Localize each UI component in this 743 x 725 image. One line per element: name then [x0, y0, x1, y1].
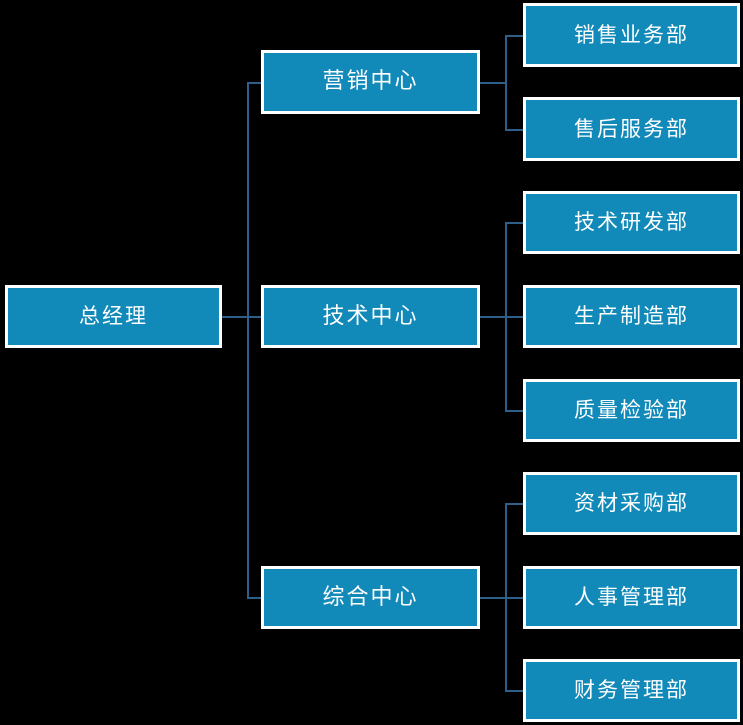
connector-trunk-to-center-1 [247, 82, 263, 84]
connector-center-3-to-dept-2 [505, 597, 525, 599]
node-center-technical[interactable]: 技术中心 [261, 285, 480, 348]
connector-center-1-to-dept-2 [505, 129, 525, 131]
connector-center-1-to-dept-1 [505, 35, 525, 37]
connector-root-stub [222, 316, 248, 318]
connector-center-2-to-dept-1 [505, 222, 525, 224]
node-center-marketing[interactable]: 营销中心 [261, 50, 480, 114]
node-dept-finance-management[interactable]: 财务管理部 [523, 659, 740, 722]
connector-trunk-to-center-2 [247, 316, 263, 318]
connector-center-2-to-dept-2 [505, 316, 525, 318]
connector-center-2-to-dept-3 [505, 410, 525, 412]
connector-center-1-trunk [505, 35, 507, 130]
connector-center-2-stub [478, 316, 506, 318]
node-dept-hr-management[interactable]: 人事管理部 [523, 566, 740, 629]
connector-center-3-to-dept-1 [505, 503, 525, 505]
connector-trunk-to-center-3 [247, 597, 263, 599]
connector-main-trunk [247, 82, 249, 598]
connector-center-3-to-dept-3 [505, 690, 525, 692]
node-dept-rd[interactable]: 技术研发部 [523, 191, 740, 254]
connector-center-1-stub [478, 82, 506, 84]
node-dept-quality-inspection[interactable]: 质量检验部 [523, 379, 740, 442]
node-general-manager[interactable]: 总经理 [5, 285, 222, 348]
node-dept-after-sales-service[interactable]: 售后服务部 [523, 97, 740, 161]
node-dept-manufacturing[interactable]: 生产制造部 [523, 285, 740, 348]
node-dept-materials-procurement[interactable]: 资材采购部 [523, 472, 740, 535]
connector-center-3-stub [478, 597, 506, 599]
node-center-general[interactable]: 综合中心 [261, 566, 480, 629]
node-dept-sales-business[interactable]: 销售业务部 [523, 3, 740, 67]
